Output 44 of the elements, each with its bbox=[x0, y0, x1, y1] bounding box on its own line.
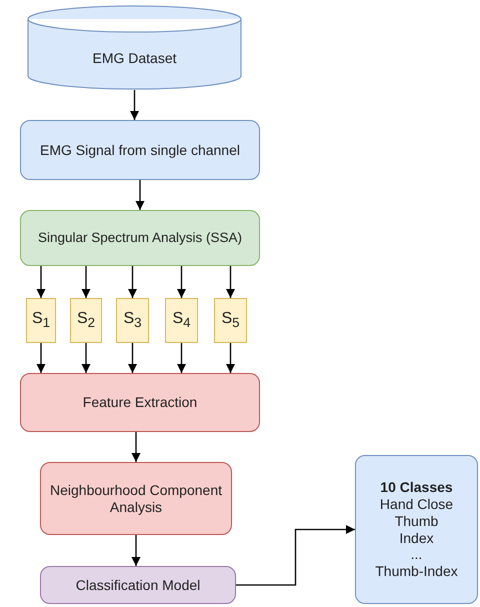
arrow bbox=[130, 90, 139, 120]
process-box bbox=[40, 462, 232, 535]
arrow bbox=[236, 525, 355, 586]
node-label: Singular Spectrum Analysis (SSA) bbox=[38, 230, 242, 246]
component-box bbox=[70, 298, 102, 343]
class-name: Index bbox=[399, 530, 434, 546]
arrow bbox=[82, 266, 90, 298]
output-heading: 10 Classes bbox=[380, 479, 453, 496]
arrow bbox=[132, 535, 140, 566]
component-label: S$_{2}$ bbox=[76, 309, 96, 332]
component-box bbox=[26, 298, 56, 343]
class-name: ... bbox=[410, 546, 422, 564]
arrow bbox=[82, 343, 90, 373]
process-box bbox=[20, 373, 260, 432]
arrow bbox=[132, 432, 140, 462]
arrow bbox=[226, 266, 235, 298]
component-label: S$_{1}$ bbox=[32, 309, 50, 332]
node-label: Feature Extraction bbox=[82, 394, 198, 411]
component-box bbox=[165, 298, 198, 343]
process-box bbox=[20, 210, 260, 266]
component-box bbox=[116, 298, 149, 343]
node-label: EMG Signal from single channel bbox=[40, 142, 240, 158]
process-box bbox=[40, 566, 236, 604]
arrow bbox=[177, 343, 186, 373]
component-label: S$_{4}$ bbox=[172, 309, 191, 332]
arrow bbox=[36, 343, 46, 373]
arrow bbox=[177, 266, 186, 298]
class-name: Thumb bbox=[394, 512, 438, 530]
node-label: Classification Model bbox=[76, 576, 200, 594]
component-label: S$_{3}$ bbox=[123, 309, 142, 332]
component-box bbox=[214, 298, 247, 343]
arrow bbox=[226, 343, 235, 373]
output-box bbox=[355, 455, 478, 604]
arrow bbox=[136, 180, 144, 210]
node-label: EMG Dataset bbox=[92, 50, 177, 67]
arrow bbox=[128, 266, 137, 298]
class-name: Hand Close bbox=[380, 496, 454, 513]
class-name: Thumb-Index bbox=[375, 563, 458, 580]
arrow bbox=[36, 266, 46, 298]
process-box bbox=[20, 120, 260, 180]
node-label: Neighbourhood Component Analysis bbox=[48, 482, 223, 516]
database-cylinder bbox=[27, 5, 242, 90]
component-label: S$_{5}$ bbox=[221, 309, 240, 332]
arrow bbox=[128, 343, 137, 373]
